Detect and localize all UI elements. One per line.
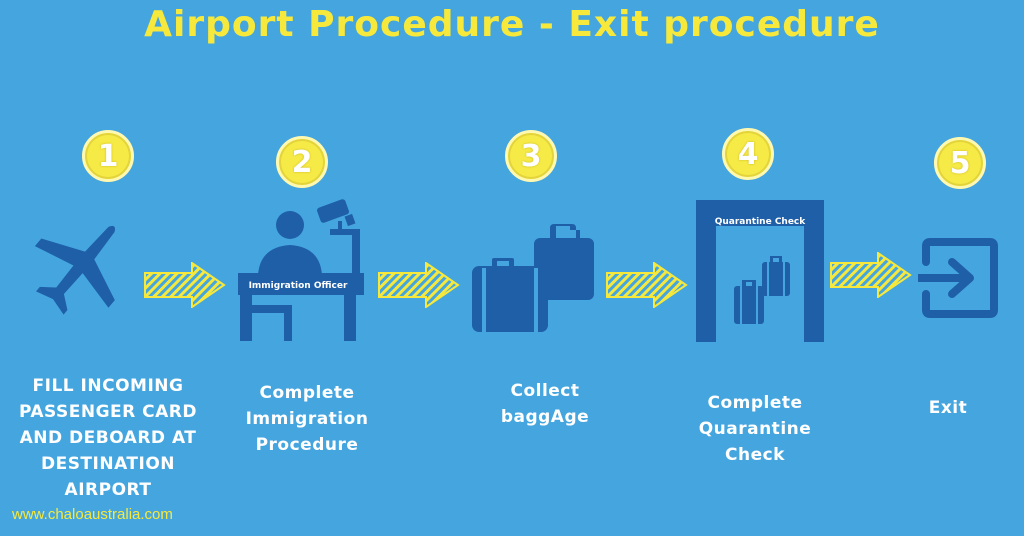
quarantine-gate-icon: Quarantine Check [696,200,824,342]
step-3-badge: 3 [505,130,557,182]
flow-arrow-3 [606,262,688,308]
step-4-badge: 4 [722,128,774,180]
flow-arrow-4 [830,252,912,298]
step-1-badge: 1 [82,130,134,182]
step-5-label-text: Exit [928,398,968,418]
step-2-badge: 2 [276,136,328,188]
page-title: Airport Procedure - Exit procedure [144,4,880,45]
immigration-officer-sign: Immigration Officer [249,281,348,291]
flow-arrow-2 [378,262,460,308]
baggage-icon [472,224,594,332]
flow-arrow-1 [144,262,226,308]
airplane-landing-icon [34,225,115,315]
quarantine-check-sign: Quarantine Check [715,217,807,227]
website-link[interactable]: www.chaloaustralia.com [12,506,173,523]
immigration-desk-icon: Immigration Officer [238,199,364,341]
exit-icon [918,238,998,318]
step-5-badge: 5 [934,137,986,189]
step-5-label: Exit [900,395,996,421]
